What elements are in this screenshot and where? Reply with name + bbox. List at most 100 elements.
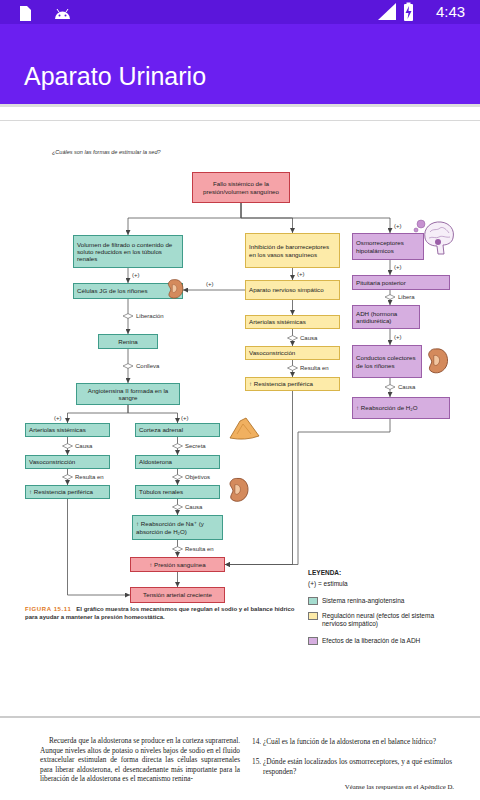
box-text: Fallo sistémico de la presión/volumen sa… xyxy=(196,180,286,194)
connector-arrow xyxy=(292,300,293,315)
connector-arrow xyxy=(225,419,390,565)
box-text: ↑ Reabsorción de H₂O xyxy=(356,404,418,411)
process-box: Osmorreceptores hipotalámicos xyxy=(352,233,424,260)
box-text: Aparato nervioso simpático xyxy=(249,286,324,293)
process-box: Conductos colectores de los riñones xyxy=(352,345,422,378)
box-text: ↑ Resistencia periférica xyxy=(249,380,313,387)
review-question: 15. ¿Dónde están localizados los osmorre… xyxy=(252,757,468,776)
kidney-shape xyxy=(429,349,448,373)
page-border xyxy=(0,120,480,121)
kidney-shape xyxy=(168,280,183,299)
connector-arrow xyxy=(68,499,131,595)
box-text: Conductos colectores de los riñones xyxy=(356,354,418,368)
box-text: Aldosterona xyxy=(139,458,172,465)
connector-arrow xyxy=(177,469,178,485)
legend-row: (+) = estimula xyxy=(308,580,448,588)
answer-note: Véanse las respuestas en el Apéndice D. xyxy=(290,783,454,791)
process-box: Túbulos renales xyxy=(135,485,220,499)
legend-swatch xyxy=(308,612,318,620)
box-text: Vasoconstricción xyxy=(249,349,295,356)
android-eye xyxy=(65,15,67,17)
legend-swatch xyxy=(308,637,318,645)
process-symbol xyxy=(123,364,133,369)
legend-row: Regulación neural (efectos del sistema n… xyxy=(308,612,448,627)
kidney-illustration xyxy=(168,280,183,299)
box-text: Volumen de filtrado o contenido de solut… xyxy=(77,241,179,263)
connector-label: (+) xyxy=(54,415,62,422)
connector-label: Causa xyxy=(185,504,202,511)
connector-label: (+) xyxy=(394,264,402,271)
process-symbol xyxy=(123,314,133,319)
connector-arrow xyxy=(128,349,129,383)
app-bar-shadow xyxy=(0,104,480,107)
connector-label: (+) xyxy=(394,334,402,341)
connector-label: Resulta en xyxy=(75,474,104,481)
android-icon xyxy=(55,12,70,19)
kidney-illustration xyxy=(429,349,448,373)
legend-row: Sistema renina-angiotensina xyxy=(308,597,448,605)
connector-label: Objetivos xyxy=(185,474,210,481)
hypothalamus-mark xyxy=(435,239,441,245)
connector-label: (+) xyxy=(297,271,305,278)
connector-label: Causa xyxy=(300,335,317,342)
process-symbol xyxy=(63,444,73,449)
process-symbol xyxy=(173,475,183,480)
box-text: Inhibición de barorreceptores en los vas… xyxy=(249,243,336,257)
connector-label: Libera xyxy=(398,294,415,301)
kidney-illustration xyxy=(230,478,248,501)
connector-arrow xyxy=(225,391,293,565)
connector-label: Secreta xyxy=(185,443,206,450)
android-antenna xyxy=(57,9,59,12)
battery-icon xyxy=(404,4,413,21)
page-break xyxy=(0,716,480,718)
process-box: ↑ Resistencia periférica xyxy=(25,485,110,499)
box-text: ↑ Resistencia periférica xyxy=(29,488,93,495)
box-text: Osmorreceptores hipotalámicos xyxy=(356,239,420,253)
connector-arrow xyxy=(67,469,68,485)
connector-arrow xyxy=(177,437,178,455)
adrenal-detail xyxy=(237,424,251,434)
process-box: Arteriolas sistémicas xyxy=(25,423,110,437)
status-bar xyxy=(0,0,480,24)
connector-label: Resulta en xyxy=(300,365,329,372)
app-title: Aparato Urinario xyxy=(24,61,206,91)
connector-label: Causa xyxy=(398,384,415,391)
battery-bolt xyxy=(406,6,412,19)
box-text: Arteriolas sistémicas xyxy=(249,318,306,325)
connector-arrow xyxy=(128,405,178,423)
kidney-pelvis xyxy=(172,285,176,293)
process-box: Volumen de filtrado o contenido de solut… xyxy=(73,235,183,268)
figure-question: ¿Cuáles son las formas de estimular la s… xyxy=(52,149,161,155)
connector-label: Conlleva xyxy=(136,363,159,370)
battery-tip xyxy=(407,3,411,5)
process-box: ↑ Resistencia periférica xyxy=(245,377,340,391)
box-text: Células JG de los riñones xyxy=(77,287,148,294)
review-question: 14. ¿Cuál es la función de la aldosteron… xyxy=(252,737,468,747)
legend-text: Regulación neural (efectos del sistema n… xyxy=(322,612,434,627)
connector-arrow xyxy=(241,203,390,233)
box-text: Túbulos renales xyxy=(139,488,183,495)
android-antenna xyxy=(66,9,68,12)
process-symbol xyxy=(173,505,183,510)
process-box: Renina xyxy=(98,334,158,349)
connector-arrow xyxy=(177,499,178,515)
legend-text: Efectos de la liberación de la ADH xyxy=(322,637,434,645)
connector-label: (+) xyxy=(206,281,214,288)
body-paragraph: Recuerda que la aldosterona se produce e… xyxy=(40,736,240,784)
box-text: Pituitaria posterior xyxy=(356,279,406,286)
connector-arrow xyxy=(68,405,129,423)
status-time: 4:43 xyxy=(436,3,465,21)
connector-arrow xyxy=(177,572,178,587)
connector-arrow xyxy=(390,329,391,345)
connector-label: (+) xyxy=(132,272,140,279)
kidney-pelvis xyxy=(235,485,241,495)
process-symbol xyxy=(385,385,395,390)
box-text: Vasoconstricción xyxy=(29,458,75,465)
connector-arrow xyxy=(390,378,391,397)
connector-label: Resulta en xyxy=(185,546,214,553)
process-box: Vasoconstricción xyxy=(25,455,110,469)
stimulus-bubble xyxy=(414,228,418,232)
box-text: Angiotensina II formada en la sangre xyxy=(80,387,176,401)
